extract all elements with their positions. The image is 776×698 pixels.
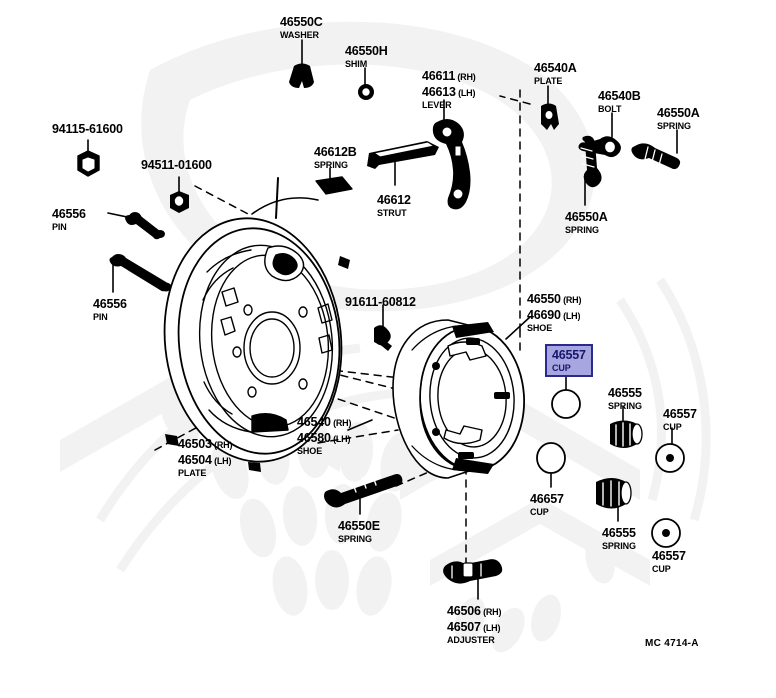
part-description: CUP: [663, 422, 682, 432]
part-number: 46550E: [338, 519, 380, 533]
part-number: 46612B: [314, 145, 357, 159]
part-number: 46555: [602, 526, 636, 540]
part-side-alt: (LH): [560, 311, 581, 321]
part-description: WASHER: [280, 30, 319, 40]
part-description: PLATE: [534, 76, 563, 86]
part-number: 46540A: [534, 61, 577, 75]
part-number: 46611: [422, 69, 456, 83]
part-description: PIN: [52, 222, 67, 232]
part-description: SHOE: [527, 323, 553, 333]
part-number: 46657: [530, 492, 564, 506]
part-side-alt: (LH): [455, 88, 476, 98]
part-number-alt: 46507: [447, 620, 481, 634]
part-side: (RH): [480, 607, 502, 617]
part-number: 46550H: [345, 44, 388, 58]
part-number: 46557: [652, 549, 686, 563]
part-callout-46540[interactable]: 46540 (RH) 46580 (LH) SHOE: [297, 414, 351, 456]
part-side-alt: (LH): [330, 434, 351, 444]
part-number: 46550A: [565, 210, 608, 224]
part-callout-46550[interactable]: 46550 (RH) 46690 (LH) SHOE: [527, 291, 581, 333]
part-number: 46540: [297, 415, 331, 429]
part-side: (RH): [211, 440, 233, 450]
part-number: 91611-60812: [345, 295, 416, 309]
part-number: 46612: [377, 193, 411, 207]
part-number: 46556: [93, 297, 127, 311]
part-description: PLATE: [178, 468, 207, 478]
part-description: SPRING: [565, 225, 599, 235]
part-number: 46550A: [657, 106, 700, 120]
part-number-alt: 46580: [297, 431, 331, 445]
part-description: CUP: [652, 564, 671, 574]
part-description: PIN: [93, 312, 108, 322]
part-description: SPRING: [314, 160, 348, 170]
part-number-alt: 46613: [422, 85, 456, 99]
part-description: SHIM: [345, 59, 368, 69]
part-description: SHOE: [297, 446, 323, 456]
part-number: 46506: [447, 604, 481, 618]
part-description: SPRING: [338, 534, 372, 544]
part-number: 46555: [608, 386, 642, 400]
part-number: 46556: [52, 207, 86, 221]
part-callout-46611[interactable]: 46611 (RH) 46613 (LH)LEVER: [422, 68, 476, 110]
part-number: 46550C: [280, 15, 323, 29]
part-callout-46503[interactable]: 46503 (RH) 46504 (LH) PLATE: [178, 436, 232, 478]
part-description: CUP: [552, 363, 571, 373]
drawing-code: MC 4714-A: [645, 638, 699, 649]
part-number: 46503: [178, 437, 212, 451]
part-number-alt: 46504: [178, 453, 212, 467]
part-description: ADJUSTER: [447, 635, 495, 645]
part-description: SPRING: [602, 541, 636, 551]
part-description: LEVER: [422, 100, 452, 110]
part-number: 46557: [663, 407, 697, 421]
part-callout-46506[interactable]: 46506 (RH) 46507 (LH) ADJUSTER: [447, 603, 501, 645]
part-side: (RH): [560, 295, 582, 305]
part-description: SPRING: [657, 121, 691, 131]
part-number: 46540B: [598, 89, 641, 103]
part-side: (RH): [330, 418, 352, 428]
part-description: STRUT: [377, 208, 407, 218]
part-side: (RH): [455, 72, 476, 82]
part-number: 94511-01600: [141, 158, 212, 172]
part-description: BOLT: [598, 104, 622, 114]
part-number: 46550: [527, 292, 561, 306]
part-callout-91611-60812[interactable]: 91611-60812: [345, 294, 416, 310]
part-callout-94511-01600[interactable]: 94511-01600: [141, 157, 212, 173]
part-number: 94115-61600: [52, 122, 123, 136]
part-description: SPRING: [608, 401, 642, 411]
part-callout-94115-61600[interactable]: 94115-61600: [52, 121, 123, 137]
part-description: CUP: [530, 507, 549, 517]
part-number: 46557: [552, 348, 586, 362]
part-side-alt: (LH): [211, 456, 232, 466]
part-number-alt: 46690: [527, 308, 561, 322]
part-side-alt: (LH): [480, 623, 501, 633]
